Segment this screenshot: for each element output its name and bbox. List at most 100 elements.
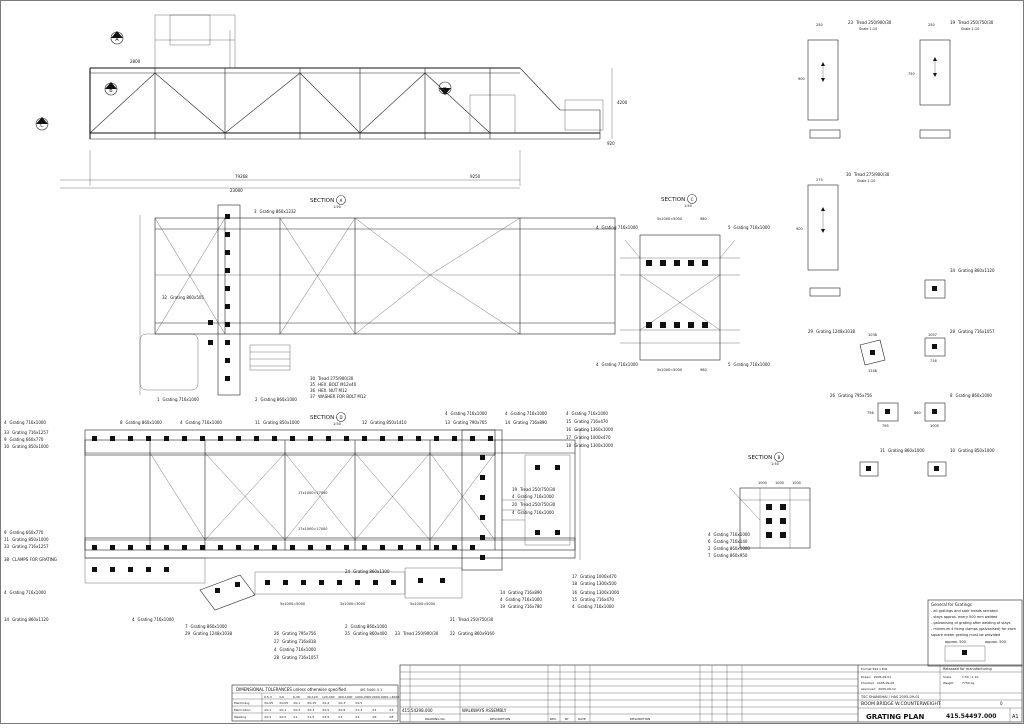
section-a-marker-label: A bbox=[340, 198, 343, 203]
detail-dim-1: 900 bbox=[798, 77, 805, 81]
section-d-mid-dim-3: 3x1000=3000 bbox=[340, 602, 365, 606]
tol-cell: ±0.1 bbox=[264, 708, 271, 712]
tol-cell: ±8 bbox=[389, 715, 394, 719]
tol-cell: ±1 bbox=[293, 715, 298, 719]
section-a-marker bbox=[336, 195, 346, 205]
section-marker-d[interactable]: D bbox=[438, 81, 452, 95]
section-c-scale: 1:50 bbox=[684, 204, 692, 208]
tol-cell: ±0.2 bbox=[322, 701, 329, 705]
section-b-dim-1: 1000 bbox=[775, 481, 784, 485]
section-c-dim-2: 5x1000=5000 bbox=[657, 368, 682, 372]
detail-dim-8: 1057 bbox=[928, 333, 937, 337]
tol-cell: ±6 bbox=[372, 715, 377, 719]
project-title: BOOM BRIDGE W.COUNTERWEIGHT bbox=[861, 701, 941, 707]
section-marker-c[interactable]: C bbox=[35, 117, 49, 131]
weight-label: Weight bbox=[943, 681, 954, 685]
notes-line-3: - minimum 4 fixing clamps (galvanised) f… bbox=[931, 627, 1016, 631]
tol-head-1: 3-6 bbox=[279, 695, 284, 699]
tread-19-scale: Scale 1:10 bbox=[961, 27, 979, 31]
tol-row-2-label: Welding bbox=[234, 715, 246, 719]
tol-head-0: 0.5-3 bbox=[264, 695, 272, 699]
detail-dim-2: 250 bbox=[928, 23, 935, 27]
tol-head-8: >4000 bbox=[389, 695, 399, 699]
tol-cell: ±3 bbox=[389, 708, 394, 712]
section-d-mid-dim-4: 5x1000=5000 bbox=[410, 602, 435, 606]
section-d-mid-dim-1: 17x1000=17000 bbox=[298, 527, 328, 531]
tol-cell: ±4 bbox=[355, 715, 360, 719]
section-marker-a[interactable]: A bbox=[110, 31, 124, 45]
tol-cell: ±2 bbox=[372, 708, 377, 712]
tol-cell: ±1.5 bbox=[307, 715, 314, 719]
section-a-walkway bbox=[217, 204, 241, 396]
tol-cell: ±0.1 bbox=[279, 708, 286, 712]
general-notes: General for Gratings - all gratings and … bbox=[927, 599, 1023, 667]
section-d-mid-dim-2: 5x1000=5000 bbox=[280, 602, 305, 606]
drawing-number: 415.54497.000 bbox=[946, 713, 996, 720]
section-d-marker-label: D bbox=[339, 415, 342, 420]
detail-dim-11: 795 bbox=[882, 424, 889, 428]
tol-cell: ±0.05 bbox=[264, 701, 273, 705]
tol-cell: ±0.15 bbox=[307, 701, 316, 705]
detail-dim-4: 275 bbox=[816, 178, 823, 182]
tolerance-title: DIMENSIONAL TOLERANCES unless otherwise … bbox=[236, 687, 346, 692]
tol-head-7: 2000-4000 bbox=[372, 695, 388, 699]
detail-dim-3: 750 bbox=[908, 72, 915, 76]
section-marker-b[interactable]: B bbox=[104, 82, 118, 96]
tol-row-0-label: Machining bbox=[234, 701, 249, 705]
scale-value: 1:50 / 1:10 bbox=[962, 675, 978, 679]
section-b-scale: 1:50 bbox=[771, 462, 779, 466]
tol-head-2: 6-30 bbox=[293, 695, 300, 699]
section-marker-d-label: D bbox=[443, 87, 447, 93]
weight-value: 7750 kg bbox=[962, 681, 974, 685]
section-a-heading: SECTION bbox=[310, 198, 334, 204]
section-a-scale: 1:50 bbox=[333, 205, 341, 209]
section-d-heading: SECTION bbox=[310, 415, 334, 421]
detail-dim-13: 860 bbox=[914, 411, 921, 415]
section-b-heading: SECTION bbox=[748, 455, 772, 461]
scale-label: Scale bbox=[943, 675, 951, 679]
notes-line-1: - stays approx. every 500 mm welded bbox=[931, 615, 997, 619]
detail-dim-12: 1000 bbox=[930, 424, 939, 428]
tol-cell: ±0.3 bbox=[338, 701, 345, 705]
section-c-dim-0: 5x1000=5000 bbox=[657, 217, 682, 221]
elevation-dim-1: 9250 bbox=[470, 174, 481, 179]
section-b-marker-label: B bbox=[778, 455, 781, 460]
section-d-top-walkway bbox=[84, 429, 496, 456]
